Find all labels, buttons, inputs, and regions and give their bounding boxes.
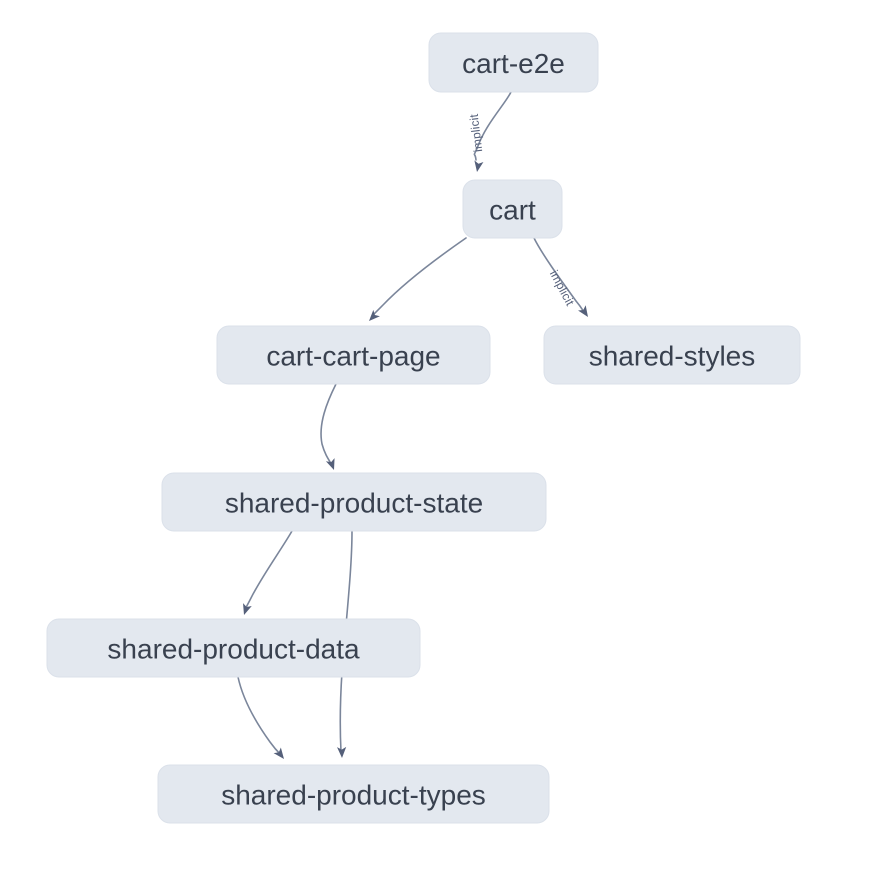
node-label: shared-product-types: [221, 780, 486, 811]
edge-line: [320, 383, 337, 466]
edge-line: [371, 237, 467, 317]
graph-node-shared-product-state[interactable]: shared-product-state: [161, 472, 547, 532]
node-label: shared-product-data: [107, 634, 360, 665]
graph-node-cart-cart-page[interactable]: cart-cart-page: [216, 325, 491, 385]
edge-arrowhead: [243, 603, 252, 615]
edge-arrowhead: [325, 458, 335, 470]
graph-edge-cart-to-shared-styles[interactable]: [533, 237, 592, 320]
node-background: [216, 325, 491, 385]
edge-arrowhead: [474, 160, 484, 172]
node-label: cart-cart-page: [266, 341, 440, 372]
node-background: [543, 325, 801, 385]
graph-edge-cart-e2e-to-cart[interactable]: [472, 91, 512, 173]
edge-arrowhead: [369, 309, 380, 321]
edge-arrowhead: [337, 746, 347, 758]
edge-label-implicit: implicit: [547, 268, 578, 309]
edges-layer: [237, 91, 592, 762]
graph-edge-cart-cart-page-to-shared-product-state[interactable]: [320, 383, 338, 472]
edge-line: [244, 530, 293, 611]
node-label: cart-e2e: [462, 48, 565, 79]
node-background: [462, 179, 563, 239]
edge-arrowhead: [273, 747, 284, 759]
graph-edge-shared-product-state-to-shared-product-data[interactable]: [240, 530, 293, 616]
node-background: [157, 764, 550, 824]
graph-edge-shared-product-data-to-shared-product-types[interactable]: [237, 676, 288, 762]
edge-line: [533, 237, 585, 313]
nodes-layer: cart-e2e cart cart-cart-page shared-styles s…: [46, 32, 801, 824]
edge-arrowhead: [578, 305, 588, 317]
node-label: shared-styles: [589, 341, 756, 372]
node-label: cart: [489, 195, 536, 226]
graph-node-shared-product-types[interactable]: shared-product-types: [157, 764, 550, 824]
node-label: shared-product-state: [225, 488, 483, 519]
graph-node-shared-product-data[interactable]: shared-product-data: [46, 618, 421, 678]
edge-label-implicit: implicit: [467, 113, 486, 153]
edge-line: [473, 91, 512, 161]
node-background: [46, 618, 421, 678]
edge-line: [237, 676, 282, 756]
graph-node-cart[interactable]: cart: [462, 179, 563, 239]
graph-node-shared-styles[interactable]: shared-styles: [543, 325, 801, 385]
graph-edge-cart-to-cart-cart-page[interactable]: [366, 237, 467, 324]
node-background: [428, 32, 599, 93]
node-background: [161, 472, 547, 532]
graph-node-cart-e2e[interactable]: cart-e2e: [428, 32, 599, 93]
